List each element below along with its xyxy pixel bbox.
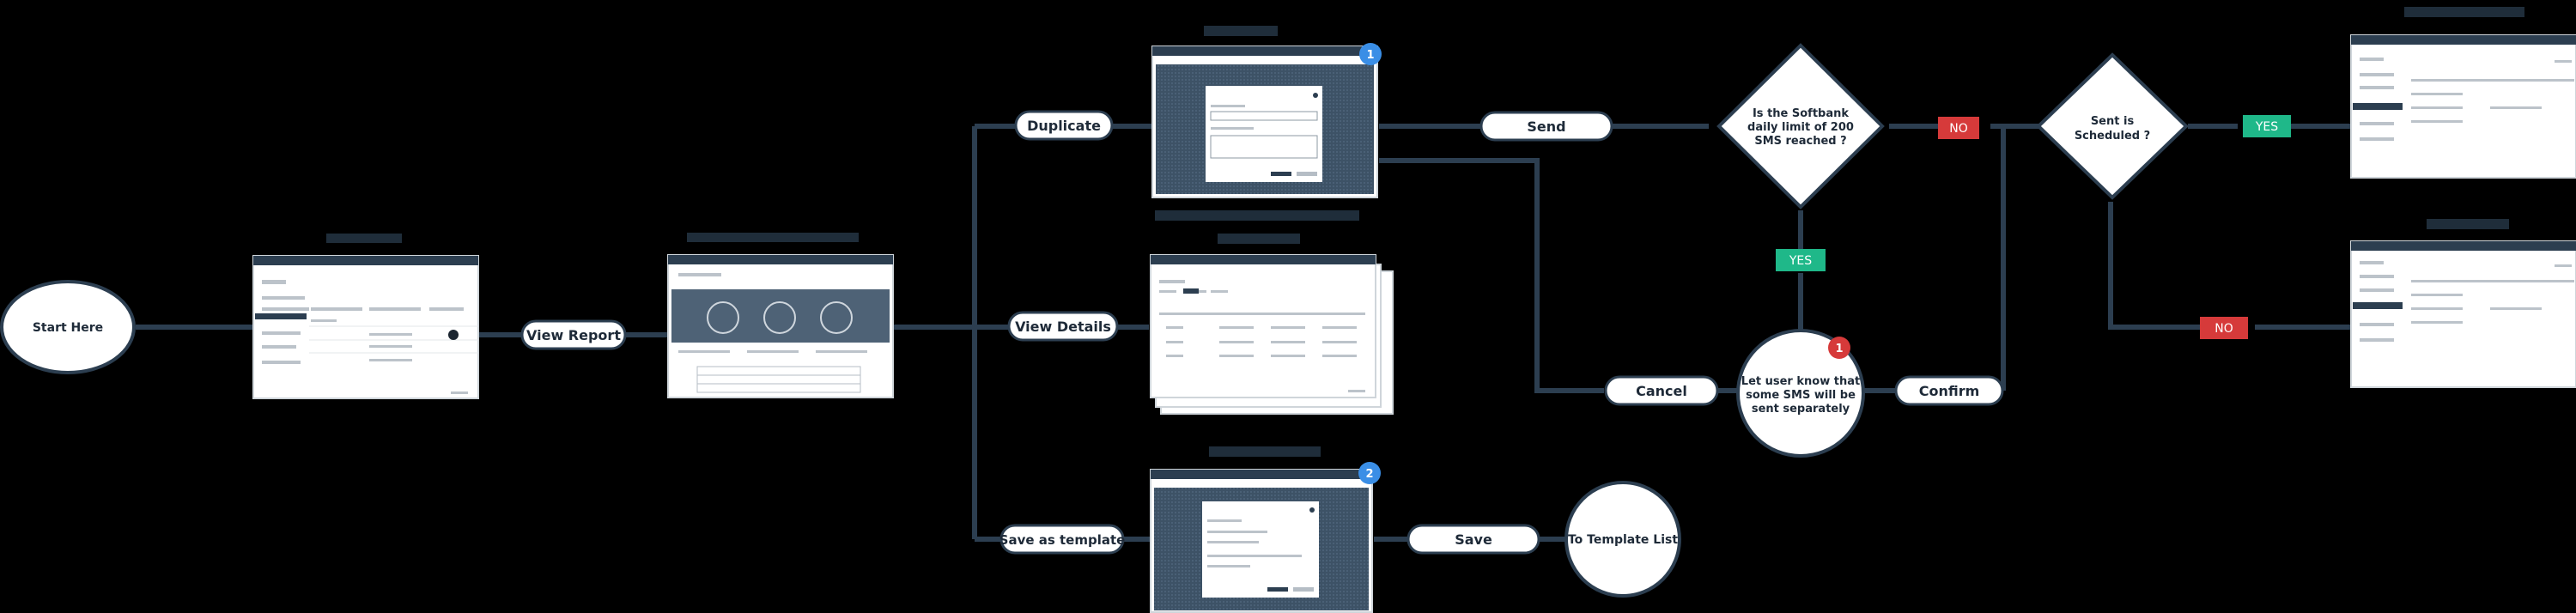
view-report-node[interactable]: View Report: [520, 319, 627, 350]
label-no-top: NO: [1938, 117, 1979, 139]
badge-save-template: [1358, 462, 1381, 484]
badge-duplicate: [1359, 43, 1382, 65]
wireframe-save-template-modal: 2: [1150, 446, 1381, 613]
wireframe-sent-list: [2350, 219, 2576, 388]
save-as-template-label: Save as template: [999, 532, 1126, 548]
send-node[interactable]: Send: [1479, 111, 1613, 142]
duplicate-label: Duplicate: [1027, 118, 1101, 134]
label-yes-right-text: YES: [2255, 120, 2278, 134]
wireframe-report-list: [252, 234, 479, 399]
to-template-list-label: To Template List: [1568, 533, 1678, 547]
decision-limit-line-1: Is the Softbank: [1753, 107, 1849, 120]
confirm-node[interactable]: Confirm: [1894, 375, 2004, 406]
wireframe-scheduled-list: [2350, 7, 2576, 179]
save-label: Save: [1455, 531, 1492, 548]
wireframe-duplicate-modal: 1: [1151, 26, 1382, 198]
to-template-list-node[interactable]: To Template List: [1564, 481, 1681, 598]
decision-scheduled-line-1: Sent is: [2091, 115, 2135, 128]
save-as-template-node[interactable]: Save as template: [999, 524, 1126, 555]
let-user-know-line-2: some SMS will be: [1746, 389, 1856, 402]
view-report-label: View Report: [526, 327, 621, 343]
wireframe-report-view: [667, 233, 894, 398]
badge-let-user-know-text: 1: [1835, 343, 1843, 355]
let-user-know-node: Let user know that some SMS will be sent…: [1736, 329, 1865, 458]
decision-limit-node: Is the Softbank daily limit of 200 SMS r…: [1716, 43, 1885, 209]
view-details-node[interactable]: View Details: [1007, 311, 1119, 342]
badge-save-template-text: 2: [1365, 468, 1373, 481]
decision-limit-line-2: daily limit of 200: [1747, 121, 1854, 134]
label-no-bottom-text: NO: [2215, 322, 2233, 336]
start-node-label: Start Here: [33, 321, 103, 335]
label-no-top-text: NO: [1949, 122, 1968, 136]
badge-let-user-know: [1828, 337, 1850, 359]
label-yes-down: YES: [1776, 249, 1826, 271]
label-yes-down-text: YES: [1789, 254, 1812, 268]
decision-scheduled-node: Sent is Scheduled ?: [2036, 52, 2189, 200]
wireframe-details: [1150, 210, 1394, 415]
connectors: [136, 124, 2353, 542]
cancel-node[interactable]: Cancel: [1604, 375, 1719, 406]
duplicate-node[interactable]: Duplicate: [1014, 110, 1114, 141]
label-yes-right: YES: [2243, 115, 2291, 137]
label-no-bottom: NO: [2200, 317, 2248, 339]
decision-limit-line-3: SMS reached ?: [1754, 135, 1846, 148]
decision-scheduled-line-2: Scheduled ?: [2075, 130, 2150, 143]
start-node[interactable]: Start Here: [0, 280, 136, 374]
send-label: Send: [1527, 118, 1565, 135]
view-details-label: View Details: [1015, 319, 1111, 335]
confirm-label: Confirm: [1919, 383, 1980, 399]
badge-duplicate-text: 1: [1366, 49, 1374, 62]
save-node[interactable]: Save: [1406, 524, 1540, 555]
let-user-know-line-1: Let user know that: [1741, 375, 1860, 388]
cancel-label: Cancel: [1636, 383, 1687, 399]
let-user-know-line-3: sent separately: [1752, 403, 1850, 416]
